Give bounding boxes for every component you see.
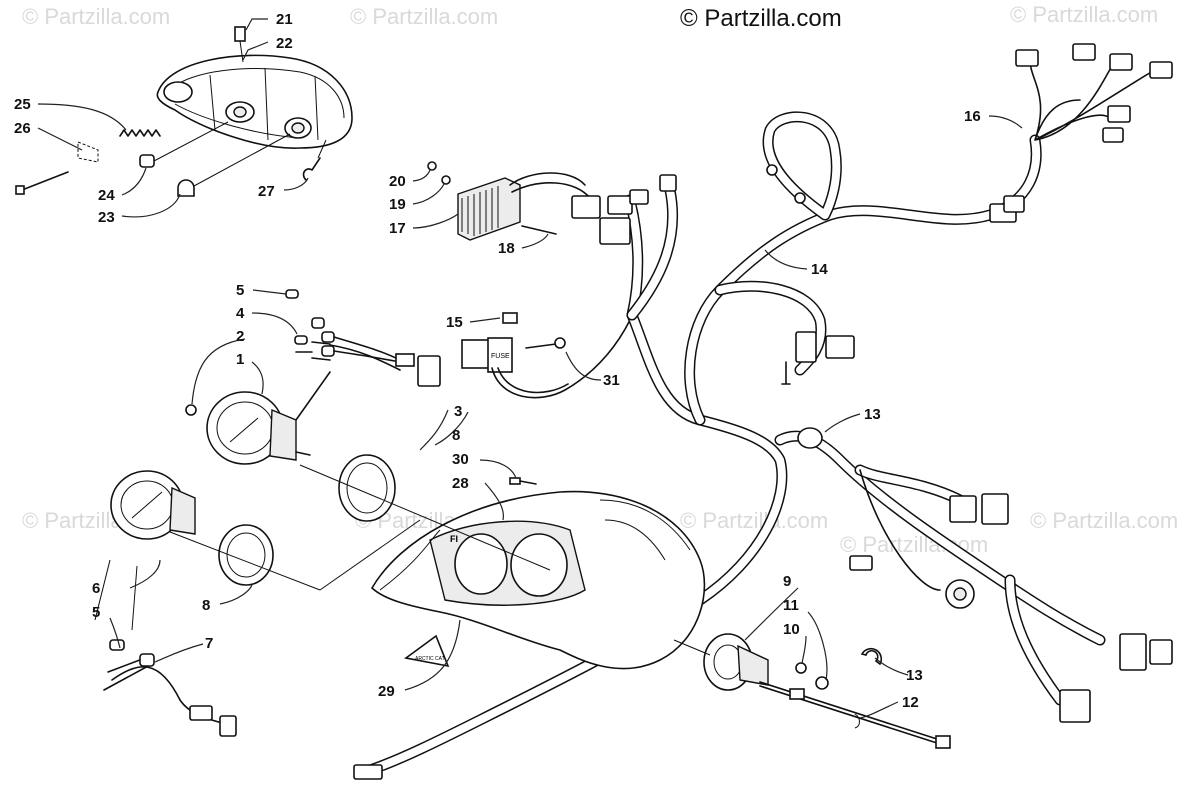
- console-badge: FI: [450, 534, 458, 544]
- callout-7: 7: [205, 635, 213, 652]
- decal-text: ARCTIC CAT: [415, 656, 445, 662]
- callout-21: 21: [276, 11, 293, 28]
- callout-25: 25: [14, 96, 31, 113]
- callout-11: 11: [783, 597, 799, 614]
- watermark: © Partzilla.com: [350, 4, 498, 29]
- callout-26: 26: [14, 120, 31, 137]
- callout-labels: 21 22 25 26 24 23 27 20 19 17 18 15 31 1…: [14, 11, 981, 711]
- leader-lines: [37, 18, 1023, 719]
- callout-23: 23: [98, 209, 115, 226]
- callout-30: 30: [452, 451, 469, 468]
- fuse-label: FUSE: [491, 353, 510, 360]
- dash-console: FI ARCTIC CAT: [169, 464, 706, 670]
- callout-27: 27: [258, 183, 275, 200]
- callout-8: 8: [452, 427, 460, 444]
- callout-1: 1: [236, 351, 244, 368]
- main-harness: [353, 43, 1173, 780]
- callout-12: 12: [902, 694, 919, 711]
- callout-10: 10: [783, 621, 800, 638]
- callout-5: 5: [92, 604, 100, 621]
- headlight-assembly: [15, 26, 353, 197]
- speedometer-cable-group: [673, 633, 951, 749]
- callout-5: 5: [236, 282, 244, 299]
- callout-3: 3: [454, 403, 462, 420]
- callout-19: 19: [389, 196, 406, 213]
- callout-16: 16: [964, 108, 981, 125]
- watermark: © Partzilla.com: [1010, 2, 1158, 27]
- callout-28: 28: [452, 475, 469, 492]
- callout-13: 13: [906, 667, 923, 684]
- callout-6: 6: [92, 580, 100, 597]
- watermark: © Partzilla.com: [22, 4, 170, 29]
- callout-2: 2: [236, 328, 244, 345]
- callout-24: 24: [98, 187, 115, 204]
- voltage-regulator-group: FUSE: [427, 161, 631, 399]
- callout-14: 14: [811, 261, 828, 278]
- callout-20: 20: [389, 173, 406, 190]
- callout-29: 29: [378, 683, 395, 700]
- callout-15: 15: [446, 314, 463, 331]
- callout-13: 13: [864, 406, 881, 423]
- callout-31: 31: [603, 372, 620, 389]
- callout-8: 8: [202, 597, 210, 614]
- watermark: © Partzilla.com: [680, 508, 828, 533]
- callout-17: 17: [389, 220, 406, 237]
- callout-4: 4: [236, 305, 245, 322]
- callout-18: 18: [498, 240, 515, 257]
- callout-9: 9: [783, 573, 791, 590]
- brand-copyright: © Partzilla.com: [680, 5, 842, 32]
- callout-22: 22: [276, 35, 293, 52]
- gauge-group: [94, 289, 537, 737]
- watermark: © Partzilla.com: [1030, 508, 1178, 533]
